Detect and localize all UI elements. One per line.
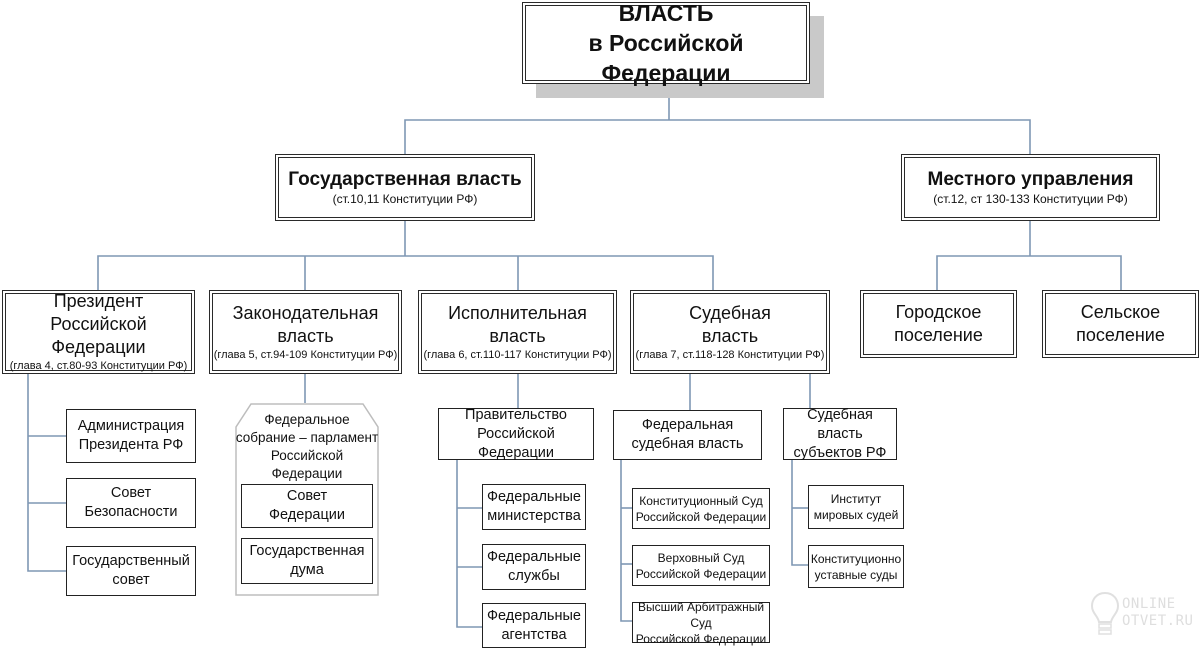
node-line: Федерации — [269, 507, 345, 523]
node-line: Российской Федерации — [270, 448, 344, 481]
judicial-ref: (глава 7, ст.118-128 Конституции РФ) — [635, 348, 825, 361]
urban-settlement-node: Городское поселение — [860, 290, 1017, 358]
node-line: Федеральное — [264, 412, 350, 427]
urban-line2: поселение — [894, 325, 983, 345]
local-government-ref: (ст.12, ст 130-133 Конституции РФ) — [933, 192, 1128, 206]
executive-node: Исполнительная власть (глава 6, ст.110-1… — [418, 290, 617, 374]
node-line: Российской Федерации — [477, 425, 555, 461]
node-line: Президента РФ — [78, 437, 184, 453]
lightbulb-icon — [1090, 591, 1120, 635]
state-power-ref: (ст.10,11 Конституции РФ) — [332, 192, 478, 206]
watermark-text: ONLINE OTVET.RU — [1122, 596, 1193, 630]
connector — [27, 374, 66, 572]
subject-court-node: Конституционно уставные суды — [808, 545, 904, 588]
node-line: Безопасности — [84, 504, 178, 520]
node-line: дума — [290, 562, 324, 578]
connector — [97, 255, 714, 290]
executive-child-node: Федеральные службы — [482, 544, 586, 590]
node-line: Высший Арбитражный Суд — [637, 599, 765, 630]
local-government-node: Местного управления (ст.12, ст 130-133 К… — [901, 154, 1160, 221]
node-line: мировых судей — [813, 508, 899, 522]
president-child-node: Администрация Президента РФ — [66, 409, 196, 463]
subject-judiciary-node: Судебная власть субъектов РФ — [783, 406, 897, 461]
connector — [404, 119, 1031, 154]
root-node: ВЛАСТЬ в Российской Федерации — [522, 0, 810, 86]
rural-line1: Сельское — [1080, 302, 1161, 322]
president-line2: Российской Федерации — [50, 314, 147, 357]
president-line1: Президент — [53, 291, 144, 311]
federal-court-node: Верховный Суд Российской Федерации — [632, 545, 770, 586]
connector — [791, 460, 808, 566]
executive-line2: власть — [489, 325, 546, 346]
root-title: ВЛАСТЬ — [618, 0, 714, 26]
node-line: уставные суды — [814, 567, 898, 582]
executive-child-node: Федеральные министерства — [482, 484, 586, 530]
node-line: Государственная — [249, 543, 365, 559]
node-line: Федеральные — [487, 607, 581, 624]
node-line: Конституционный Суд — [639, 493, 763, 508]
node-line: Судебная власть — [807, 406, 873, 442]
node-line: Федеральные — [487, 489, 581, 505]
rural-line2: поселение — [1076, 325, 1165, 345]
federal-court-node: Конституционный Суд Российской Федерации — [632, 488, 770, 529]
node-line: Российской Федерации — [635, 631, 767, 646]
node-line: Российской Федерации — [635, 566, 767, 581]
node-line: Федеральные — [487, 549, 581, 565]
chamber-node: Совет Федерации — [241, 484, 373, 528]
federal-court-node: Высший Арбитражный Суд Российской Федера… — [632, 599, 770, 646]
node-line: службы — [508, 568, 560, 584]
node-line: агентства — [501, 626, 567, 643]
node-line: Администрация — [77, 418, 185, 434]
president-node: Президент Российской Федерации (глава 4,… — [2, 290, 195, 374]
judicial-line2: власть — [701, 325, 759, 346]
node-line: Совет — [286, 488, 328, 504]
root-subtitle: в Российской Федерации — [588, 30, 744, 86]
node-line: судебная власть — [631, 436, 744, 452]
president-child-node: Совет Безопасности — [66, 478, 196, 528]
node-line: Правительство — [465, 406, 567, 423]
node-line: совет — [112, 572, 150, 588]
federal-assembly-node: Федеральное собрание – парламент Российс… — [235, 403, 379, 596]
urban-line1: Городское — [895, 302, 982, 322]
chamber-node: Государственная дума — [241, 538, 373, 584]
legislative-line1: Законодательная — [232, 302, 379, 323]
node-line: Государственный — [72, 553, 190, 569]
local-government-title: Местного управления — [927, 169, 1134, 190]
executive-ref: (глава 6, ст.110-117 Конституции РФ) — [423, 348, 612, 361]
watermark-line: ONLINE — [1122, 596, 1176, 612]
node-line: Российской Федерации — [635, 509, 767, 524]
node-line: министерства — [487, 508, 581, 524]
president-child-node: Государственный совет — [66, 546, 196, 596]
connector — [936, 255, 1122, 290]
node-line: Верховный Суд — [657, 550, 745, 565]
rural-settlement-node: Сельское поселение — [1042, 290, 1199, 358]
node-line: Совет — [110, 485, 152, 501]
legislative-ref: (глава 5, ст.94-109 Конституции РФ) — [213, 348, 398, 361]
state-power-title: Государственная власть — [288, 169, 522, 190]
judicial-node: Судебная власть (глава 7, ст.118-128 Кон… — [630, 290, 830, 374]
connector — [620, 460, 632, 622]
federal-judiciary-node: Федеральная судебная власть — [613, 410, 762, 460]
government-node: Правительство Российской Федерации — [438, 406, 594, 461]
node-line: Конституционно — [810, 551, 902, 566]
connector — [456, 460, 482, 628]
watermark: ONLINE OTVET.RU — [1088, 588, 1200, 646]
watermark-line: OTVET.RU — [1122, 613, 1194, 629]
state-power-node: Государственная власть (ст.10,11 Констит… — [275, 154, 535, 221]
node-line: собрание – парламент — [235, 430, 379, 445]
legislative-node: Законодательная власть (глава 5, ст.94-1… — [209, 290, 402, 374]
federal-assembly-title: Федеральное собрание – парламент Российс… — [235, 411, 379, 483]
node-line: Федеральная — [641, 417, 734, 433]
judicial-line1: Судебная — [689, 302, 771, 323]
executive-child-node: Федеральные агентства — [482, 603, 586, 648]
legislative-line2: власть — [277, 325, 334, 346]
subject-court-node: Институт мировых судей — [808, 485, 904, 529]
node-line: субъектов РФ — [793, 444, 887, 461]
executive-line1: Исполнительная — [448, 302, 587, 323]
node-line: Институт — [830, 492, 882, 506]
president-ref: (глава 4, ст.80-93 Конституции РФ) — [9, 360, 188, 372]
